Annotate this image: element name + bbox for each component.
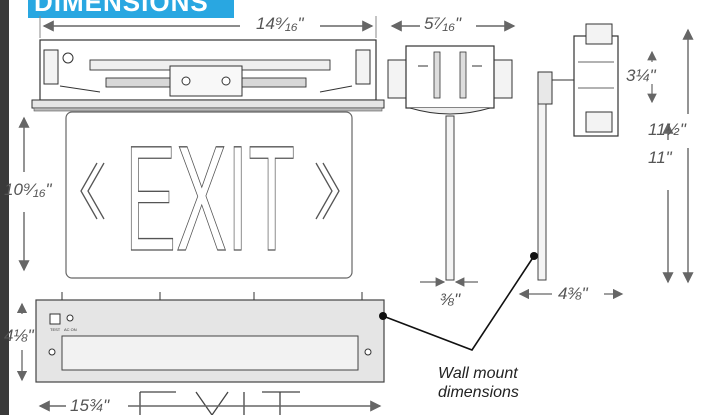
dim-wall-small: 3¼": [626, 66, 656, 85]
dim-side-depth: 5⁷⁄₁₆": [424, 14, 461, 33]
trim-edge: [33, 107, 383, 112]
canopy: [537, 71, 553, 105]
wall-mount-view: [518, 23, 694, 300]
left-bracket: [43, 49, 59, 85]
exit-legend: EXIT: [125, 114, 295, 282]
right-bracket: [355, 49, 371, 85]
trim-plate: [31, 99, 385, 109]
dim-stem-width: ⅜": [440, 290, 461, 309]
dim-bottom-height: 4⅛": [4, 326, 34, 345]
test-label: TEST: [50, 327, 61, 332]
side-view: [387, 20, 516, 287]
dim-panel-height: 10⁹⁄₁₆": [4, 180, 52, 199]
left-edge-bar: [0, 0, 9, 415]
right-chevron: [315, 162, 333, 220]
dim-bottom-width: 15¾": [70, 396, 110, 415]
left-chevron: [87, 162, 105, 220]
bottom-view: TEST AC ON: [16, 292, 385, 415]
dim-wall-total: 11½": [648, 120, 686, 139]
center-bracket: [169, 65, 243, 97]
ac-on-label: AC ON: [64, 327, 77, 332]
note-line-2: dimensions: [438, 384, 519, 401]
section-title-tab: DIMENSIONS: [28, 0, 234, 18]
note-line-1: Wall mount: [438, 365, 518, 382]
panel-slot: [61, 335, 359, 371]
leader-lines: [379, 252, 538, 351]
ac-on-indicator: [66, 314, 74, 322]
bottom-exit-letters: [139, 391, 300, 415]
wall-panel-edge: [537, 103, 547, 281]
section-title: DIMENSIONS: [34, 0, 209, 17]
exit-panel: [65, 111, 353, 279]
dim-wall-height: 11": [648, 148, 672, 167]
wall-mount-note: Wall mount dimensions: [438, 364, 519, 402]
front-view: EXIT: [18, 16, 385, 283]
dim-top-width: 14⁹⁄₁₆": [256, 14, 304, 33]
side-housing: [405, 45, 495, 109]
panel-edge: [445, 115, 455, 281]
dim-wall-depth: 4⅜": [558, 284, 588, 303]
knockout-circle: [62, 52, 74, 64]
test-switch: [49, 313, 61, 325]
